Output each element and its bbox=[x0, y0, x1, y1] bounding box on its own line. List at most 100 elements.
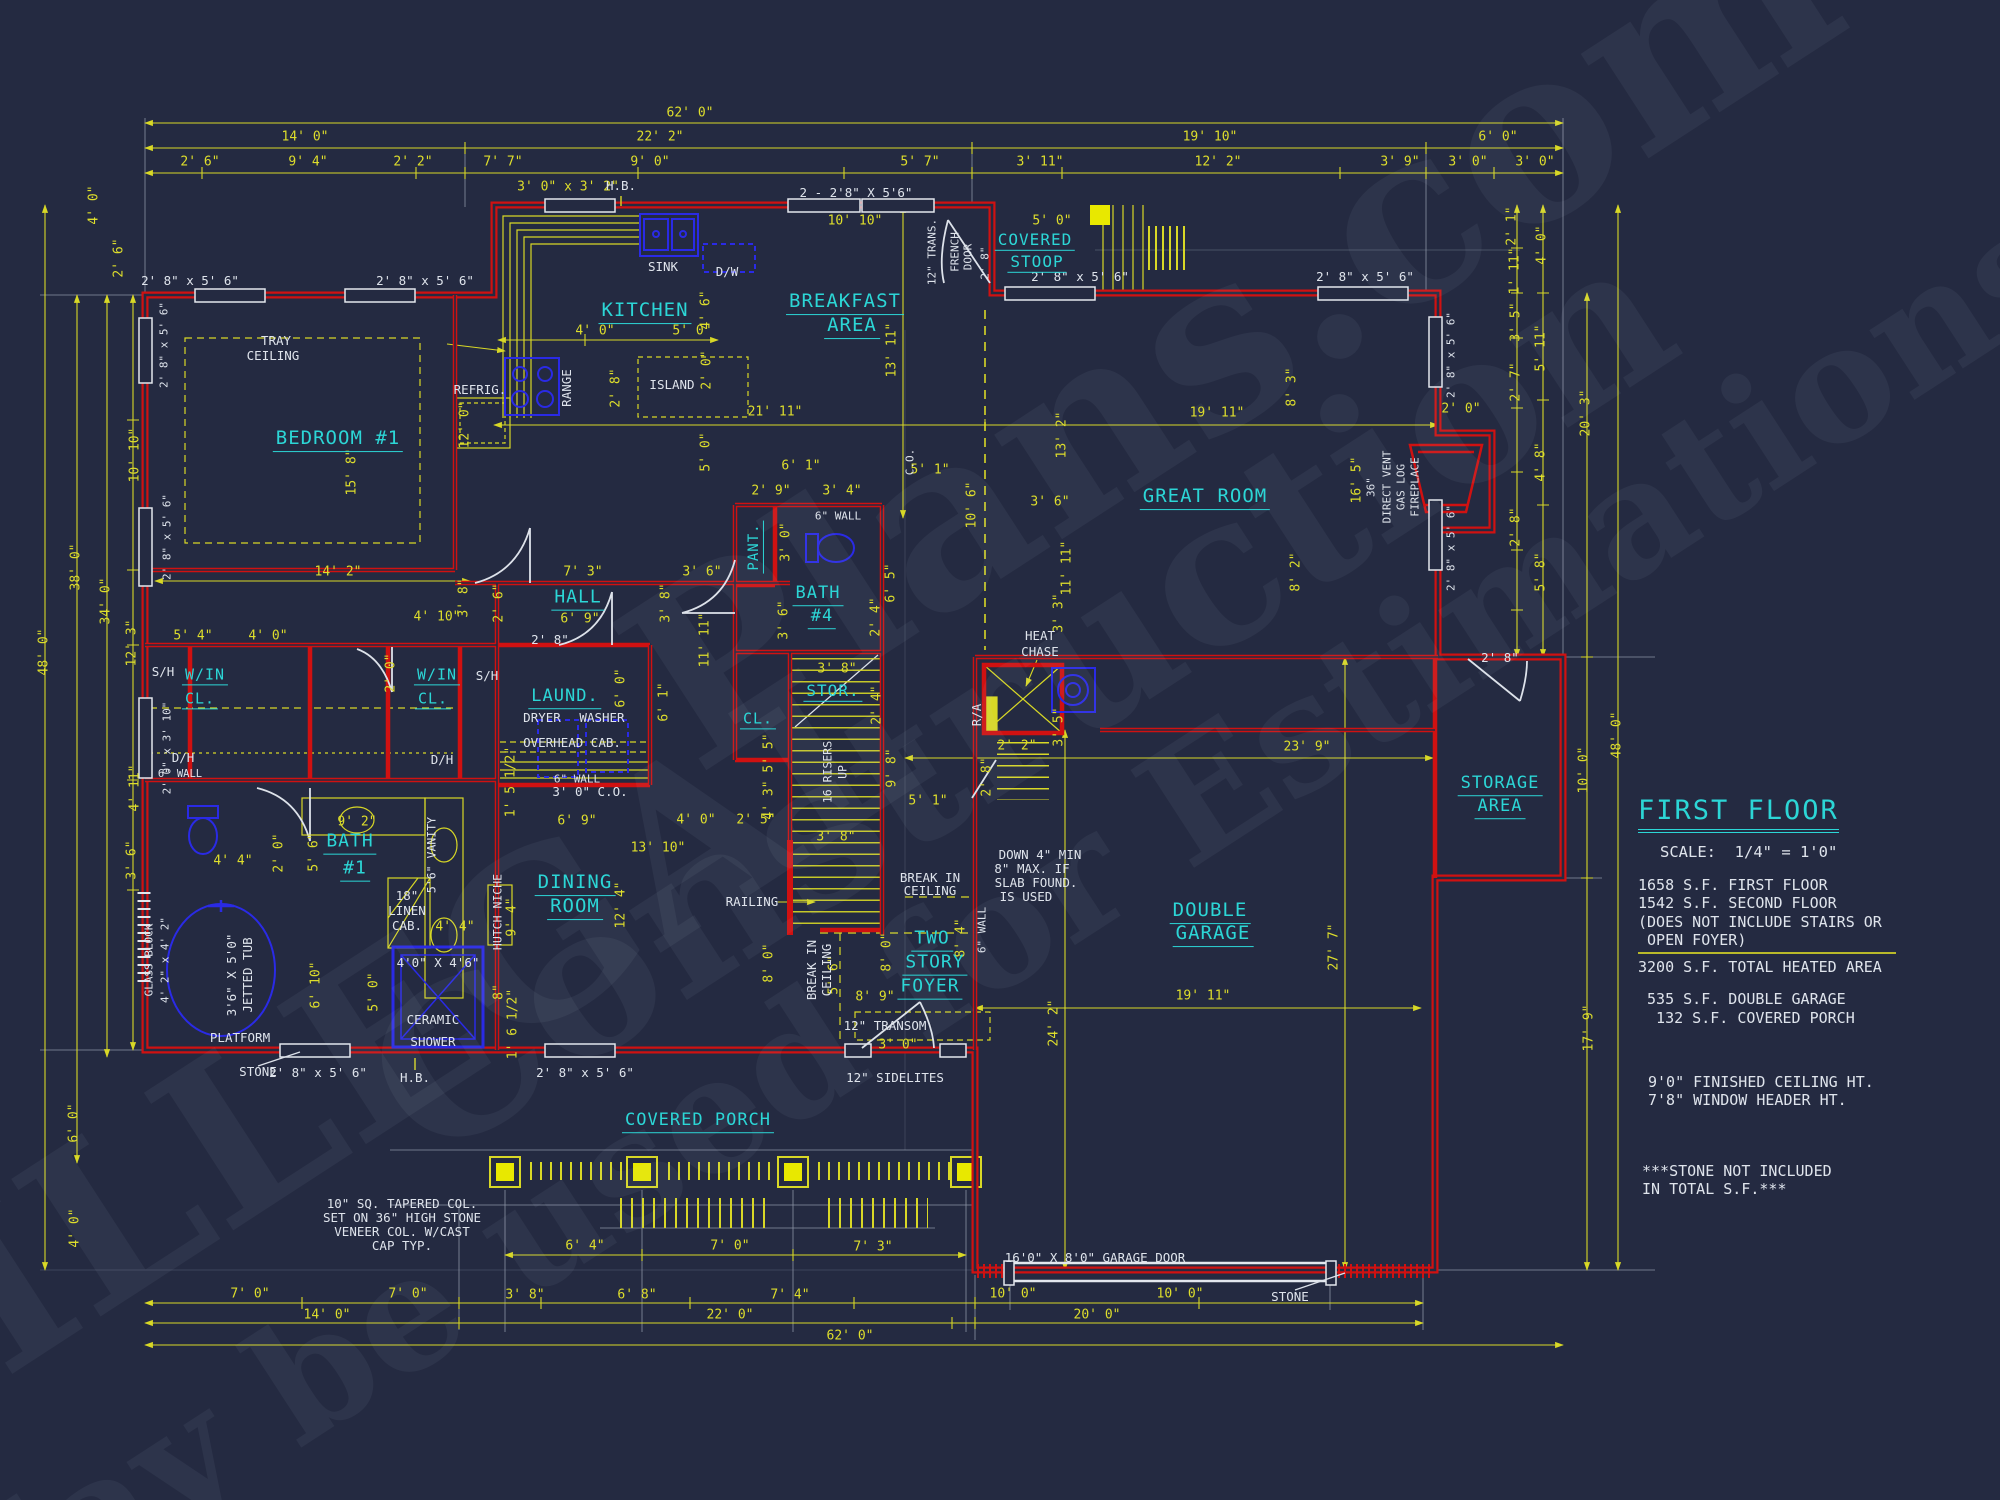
dimension-label: 2' 8" bbox=[1508, 507, 1524, 547]
dimension-label: 4' 6" bbox=[698, 290, 714, 330]
dimension-label: 6' 4" bbox=[565, 1238, 605, 1254]
room-label: BREAKFAST bbox=[786, 290, 904, 315]
dimension-label: 9' 4" bbox=[288, 154, 328, 170]
title-block-line: 535 S.F. DOUBLE GARAGE bbox=[1638, 990, 1846, 1009]
title-block-line: 1542 S.F. SECOND FLOOR bbox=[1638, 894, 1837, 913]
dimension-label: 4' 0" bbox=[86, 185, 102, 225]
dimension-label: 6' 8" bbox=[617, 1287, 657, 1303]
annotation-label: R/A bbox=[968, 703, 984, 727]
dimension-label: 2' 0" bbox=[383, 653, 399, 693]
dimension-label: 3' 0" bbox=[878, 1037, 918, 1053]
annotation-label: RANGE bbox=[558, 369, 574, 407]
dimension-label: 2' 8" bbox=[979, 757, 995, 797]
dimension-label: 2' 0" bbox=[1441, 401, 1481, 417]
title-block-rule bbox=[1638, 952, 1896, 955]
dimension-label: 2' 2" bbox=[997, 738, 1037, 754]
annotation-label: 2' 8" x 5' 6" bbox=[1444, 504, 1458, 592]
dimension-label: 10' 0" bbox=[1156, 1286, 1204, 1302]
title-block-line: IN TOTAL S.F.*** bbox=[1642, 1179, 1787, 1198]
annotation-label: 2' 8" x 5' 6" bbox=[376, 272, 474, 288]
annotation-label: RAILING bbox=[725, 893, 779, 909]
dimension-label: 8' 0" bbox=[879, 932, 895, 972]
annotation-label: 2' 0" x 3' 10" bbox=[160, 701, 174, 795]
dimension-label: 2' 9" bbox=[751, 483, 791, 499]
annotation-label: STONE bbox=[1271, 1288, 1309, 1304]
dimension-label: 3' 6" bbox=[124, 840, 140, 880]
room-label: GREAT ROOM bbox=[1139, 485, 1271, 510]
dimension-label: 10' 0" bbox=[1576, 746, 1592, 794]
dimension-label: 5' 6" bbox=[306, 832, 322, 872]
room-label: STOR. bbox=[803, 681, 863, 703]
room-label: W/IN bbox=[413, 666, 461, 686]
annotation-label: 2' 8" x 5' 6" bbox=[1444, 311, 1458, 399]
dimension-label: 3' 8" bbox=[658, 583, 674, 623]
annotation-label: 2 - 2'8" X 5'6" bbox=[799, 184, 913, 200]
annotation-label: 2' 8" x 5' 6" bbox=[1316, 268, 1414, 284]
dimension-label: 2' 6" bbox=[111, 238, 127, 278]
annotation-label: S/H bbox=[151, 663, 175, 679]
dimension-label: 12' 0" bbox=[457, 401, 473, 449]
dimension-label: 3' 0" bbox=[1448, 154, 1488, 170]
dimension-label: 27' 7" bbox=[1326, 923, 1342, 971]
dimension-label: 2' 0" bbox=[699, 350, 715, 390]
annotation-label: BREAK IN bbox=[803, 939, 819, 1001]
dimension-label: 7' 4" bbox=[770, 1287, 810, 1303]
annotation-label: VENEER COL. W/CAST bbox=[334, 1223, 470, 1239]
dimension-label: 7' 3" bbox=[563, 564, 603, 580]
room-label: BATH bbox=[792, 584, 844, 606]
dimension-label: 2' 4" bbox=[868, 597, 884, 637]
room-label: COVERED PORCH bbox=[621, 1111, 775, 1133]
annotation-label: 6" WALL bbox=[814, 509, 862, 523]
annotation-label: 6" WALL bbox=[157, 767, 203, 780]
room-label: CL. bbox=[414, 690, 452, 710]
annotation-label: HEAT bbox=[1024, 627, 1056, 643]
annotation-label: OVERHEAD CAB. bbox=[523, 734, 621, 750]
dimension-label: 5' 1" bbox=[910, 462, 950, 478]
annotation-label: 2' 8" bbox=[1481, 649, 1519, 665]
dimension-label: 16' 5" bbox=[1349, 456, 1365, 504]
dimension-label: 3' 0" x 3' 2" bbox=[517, 179, 619, 195]
room-label: STORAGE bbox=[1457, 774, 1543, 796]
annotation-label: ISLAND bbox=[649, 376, 695, 392]
dimension-label: 8' 3" bbox=[1284, 367, 1300, 407]
dimension-label: 4' 8" bbox=[1533, 442, 1549, 482]
sheet-scale: SCALE: 1/4" = 1'0" bbox=[1660, 843, 1838, 861]
dimension-label: 20' 0" bbox=[1073, 1307, 1121, 1323]
dimension-label: 48' 0" bbox=[36, 628, 52, 676]
dimension-label: 22' 0" bbox=[706, 1307, 754, 1323]
dimension-label: 3' 0" bbox=[778, 522, 794, 562]
annotation-label: LINEN bbox=[388, 902, 426, 918]
room-label: STOOP bbox=[1007, 252, 1067, 274]
room-label: AREA bbox=[824, 314, 880, 339]
dimension-label: 10' 0" bbox=[989, 1286, 1037, 1302]
dimension-label: 14' 2" bbox=[314, 564, 362, 580]
dimension-label: 19' 11" bbox=[1175, 988, 1231, 1004]
annotation-label: CERAMIC bbox=[406, 1011, 460, 1027]
annotation-label: HUTCH NICHE bbox=[490, 873, 505, 951]
annotation-label: TRAY bbox=[260, 332, 292, 348]
room-label: BEDROOM #1 bbox=[272, 427, 404, 452]
room-label: STORY bbox=[902, 952, 968, 976]
annotation-label: 3'6" X 5'0" bbox=[223, 933, 239, 1017]
annotation-label: 5'6" VANITY bbox=[424, 816, 439, 894]
annotation-label: 6" WALL bbox=[553, 772, 601, 786]
dimension-label: 9' 4" bbox=[504, 897, 520, 937]
dimension-label: 2' 6" bbox=[180, 154, 220, 170]
dimension-label: 8' 0" bbox=[761, 943, 777, 983]
dimension-label: 5' 4" bbox=[173, 628, 213, 644]
dimension-label: 3' 8" bbox=[816, 829, 856, 845]
annotation-label: JETTED TUB bbox=[239, 937, 255, 1013]
dimension-label: 5' 5" bbox=[761, 733, 777, 773]
annotation-label: GAS LOG bbox=[1394, 463, 1408, 511]
annotation-label: PLATFORM bbox=[209, 1029, 271, 1045]
dimension-label: 7' 0" bbox=[710, 1238, 750, 1254]
dimension-label: 9' 8" bbox=[884, 748, 900, 788]
dimension-label: 6' 5" bbox=[883, 563, 899, 603]
dimension-label: 6' 10" bbox=[308, 961, 324, 1009]
annotation-label: DRYER bbox=[523, 709, 561, 725]
dimension-label: 5' 0" bbox=[366, 972, 382, 1012]
dimension-label: 4' 10" bbox=[413, 609, 461, 625]
dimension-label: 3' 0" bbox=[1515, 154, 1555, 170]
total-heated-area: 3200 S.F. TOTAL HEATED AREA bbox=[1638, 958, 1882, 977]
